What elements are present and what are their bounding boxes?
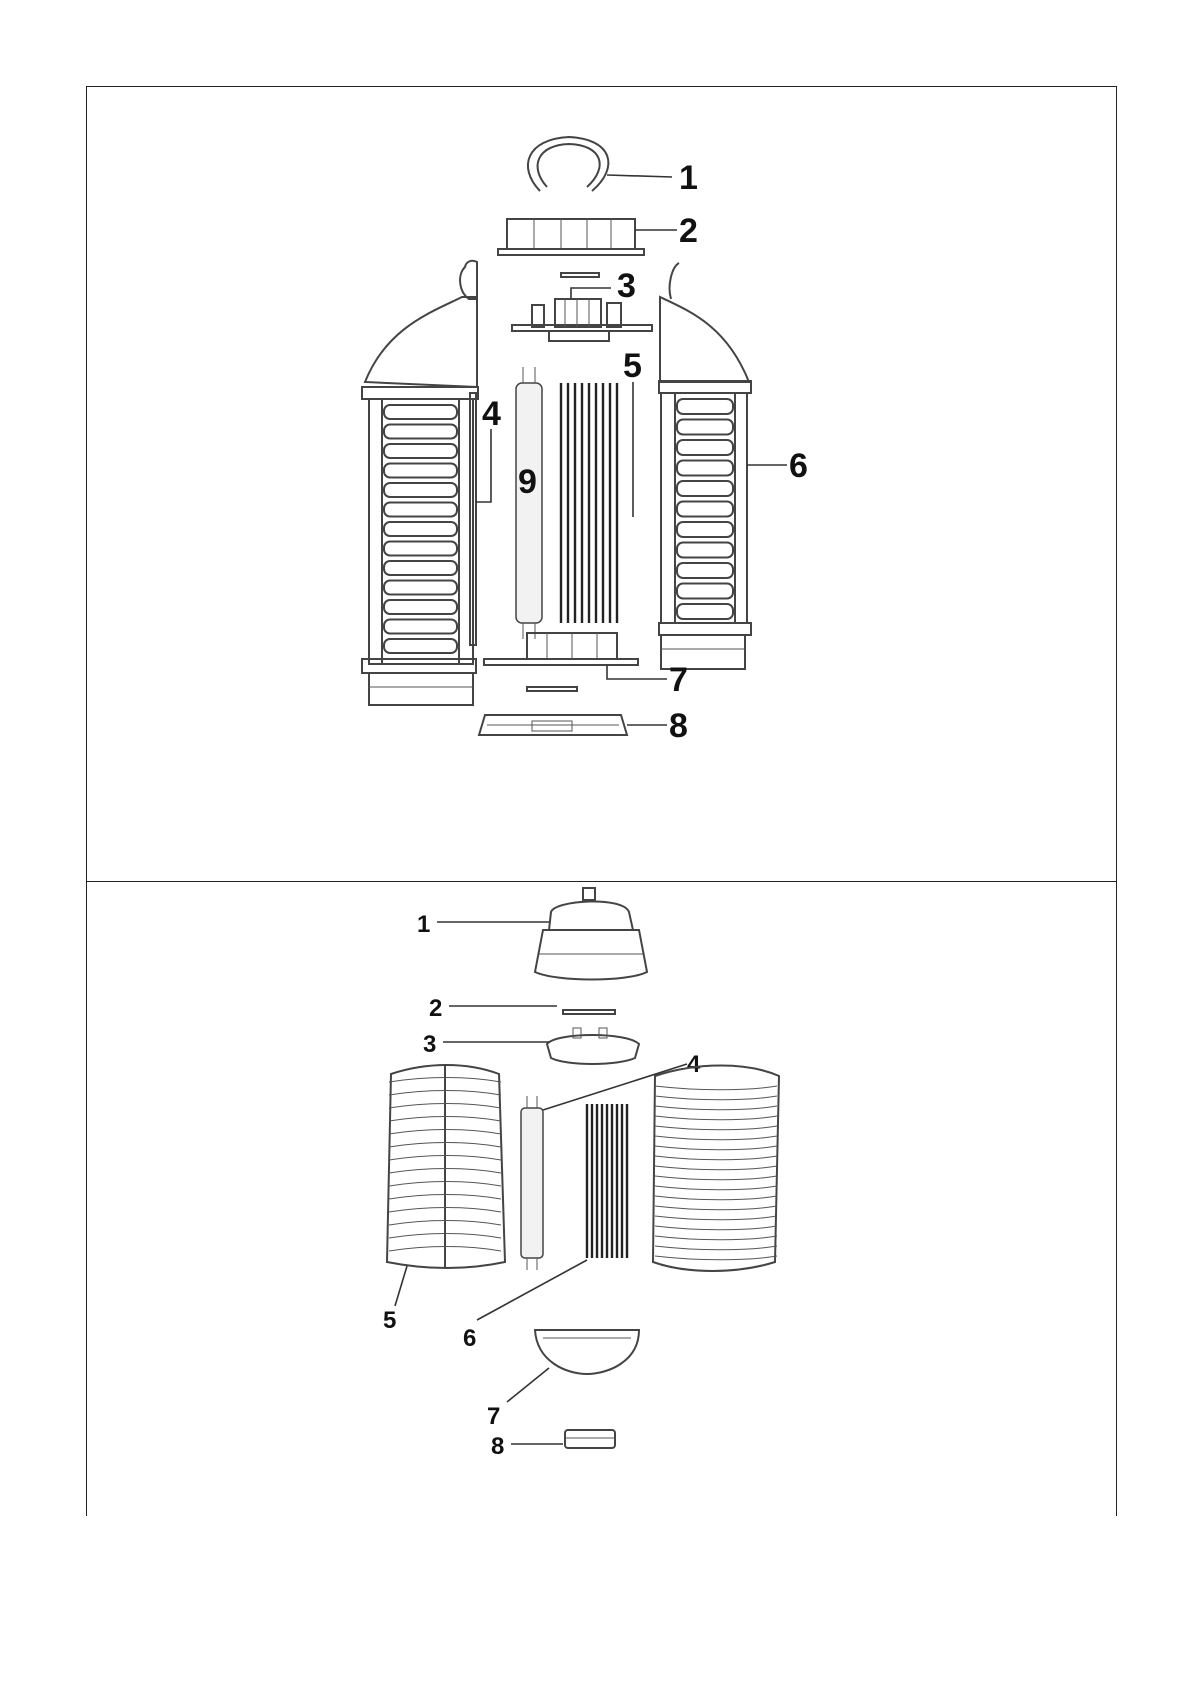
part-uv-tube: [516, 367, 542, 639]
callout-b5: 5: [383, 1307, 396, 1334]
leader-1: [607, 175, 672, 177]
exploded-view-panel-bottom: 1 2 3 5 4: [86, 881, 1117, 1516]
cage-rib: [655, 1126, 777, 1130]
cage-rib: [655, 1236, 777, 1240]
part-top-mount-b: [547, 1028, 639, 1064]
housing-slot: [384, 425, 457, 439]
cage-rib: [655, 1156, 777, 1160]
callout-b7: 7: [487, 1403, 500, 1430]
housing-slot: [384, 405, 457, 419]
callout-4: 4: [482, 395, 501, 433]
part-spacer-top: [561, 273, 599, 277]
callout-b4: 4: [687, 1051, 701, 1078]
cage-rib: [655, 1226, 777, 1230]
part-housing-right: [659, 263, 751, 623]
part-spacer: [563, 1010, 615, 1014]
leader-b7: [507, 1368, 549, 1402]
housing-slot: [677, 420, 733, 435]
leader-4: [476, 429, 491, 502]
cage-rib: [655, 1196, 777, 1200]
callout-b3: 3: [423, 1031, 436, 1058]
housing-slot: [384, 542, 457, 556]
housing-slot: [677, 461, 733, 476]
housing-slot: [677, 440, 733, 455]
cage-rib: [655, 1216, 777, 1220]
part-small-base: [565, 1430, 615, 1448]
leader-b6: [477, 1260, 587, 1320]
housing-slot: [677, 502, 733, 517]
cage-rib: [655, 1136, 777, 1140]
callout-1: 1: [679, 159, 698, 197]
cage-rib: [655, 1186, 777, 1190]
exploded-view-panel-top: 1 2 3: [86, 86, 1117, 882]
leader-b5: [395, 1266, 407, 1306]
cage-rib: [655, 1106, 777, 1110]
cage-rib: [655, 1116, 777, 1120]
leader-7: [607, 665, 667, 679]
housing-slot: [384, 639, 457, 653]
leader-3: [571, 288, 611, 299]
cage-rib: [655, 1256, 777, 1260]
callout-3: 3: [617, 267, 636, 305]
part-housing-left: [362, 261, 478, 664]
housing-slot: [677, 481, 733, 496]
housing-slot: [384, 581, 457, 595]
callout-6: 6: [789, 447, 808, 485]
callout-8: 8: [669, 707, 688, 745]
callout-7: 7: [669, 661, 688, 699]
cage-rib: [655, 1096, 777, 1100]
part-bottom-tray: [479, 715, 627, 735]
housing-slot: [384, 522, 457, 536]
part-housing-left-base: [362, 659, 476, 705]
cage-rib: [655, 1206, 777, 1210]
housing-slot: [384, 483, 457, 497]
exploded-diagram-bottom: 1 2 3 5 4: [87, 882, 1118, 1517]
housing-slot: [384, 561, 457, 575]
housing-slot: [677, 584, 733, 599]
housing-slot: [677, 563, 733, 578]
cage-rib: [655, 1146, 777, 1150]
callout-2: 2: [679, 212, 698, 250]
part-bottom-mount: [484, 633, 638, 665]
callout-b6: 6: [463, 1325, 476, 1352]
housing-slot: [384, 464, 457, 478]
cage-rib: [655, 1086, 777, 1090]
part-hanging-ring: [528, 137, 608, 191]
cage-rib: [655, 1246, 777, 1250]
part-collection-bowl: [535, 1330, 639, 1374]
housing-slot: [384, 620, 457, 634]
housing-slot: [677, 543, 733, 558]
callout-9: 9: [518, 463, 537, 501]
callout-5: 5: [623, 347, 642, 385]
callout-b8: 8: [491, 1433, 504, 1460]
cage-rib: [655, 1166, 777, 1170]
cage-rib: [655, 1176, 777, 1180]
housing-slot: [677, 522, 733, 537]
housing-slot: [677, 399, 733, 414]
part-cage-left: [387, 1065, 505, 1268]
part-electric-grid-b: [587, 1104, 627, 1258]
exploded-diagram-top: 1 2 3: [87, 87, 1118, 883]
housing-slot: [384, 600, 457, 614]
housing-slot: [384, 444, 457, 458]
housing-right-slots: [677, 399, 733, 619]
part-electric-grid: [561, 383, 617, 623]
part-dome-cap: [535, 888, 647, 980]
part-spacer-bottom: [527, 687, 577, 691]
callout-b2: 2: [429, 995, 442, 1022]
part-uv-tube-b: [521, 1096, 543, 1270]
housing-slot: [384, 503, 457, 517]
callout-b1: 1: [417, 911, 430, 938]
housing-left-slots: [384, 405, 457, 653]
cage-right-ribs: [655, 1086, 777, 1260]
part-top-cap: [498, 219, 644, 255]
part-top-mount: [512, 299, 652, 341]
housing-slot: [677, 604, 733, 619]
